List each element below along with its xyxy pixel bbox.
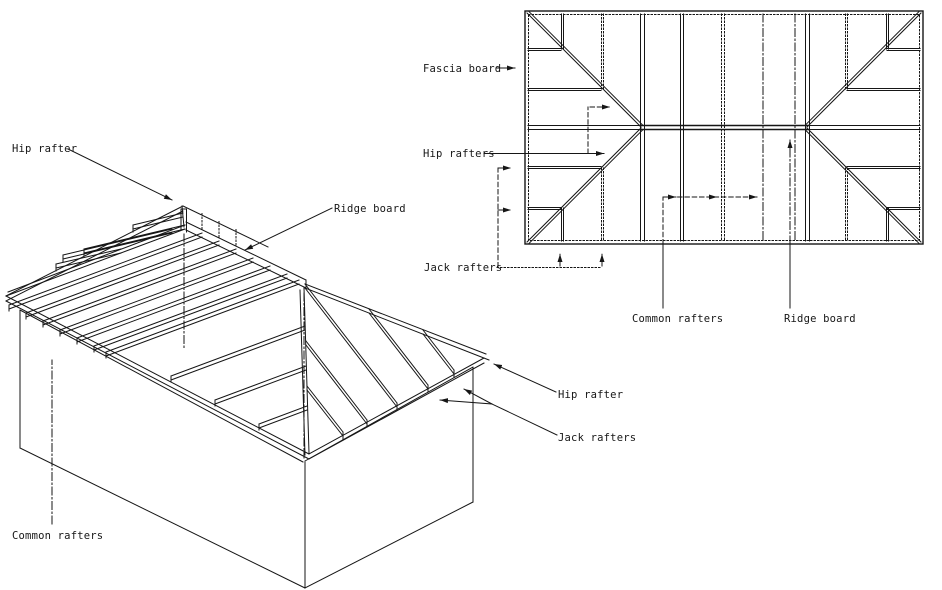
label-fascia-board: Fascia board <box>423 63 501 75</box>
leader-ridge-board-iso <box>244 207 333 251</box>
leader-jack-rafters-plan <box>496 165 605 268</box>
iso-fascia-board-lines <box>5 205 485 460</box>
plan-hip-rafter-lines <box>526 11 922 244</box>
label-hip-rafters-plan: Hip rafters <box>423 148 495 160</box>
iso-ridge-board <box>180 208 307 289</box>
leader-hip-rafter-top <box>67 148 173 201</box>
leader-hip-rafter-right <box>493 363 557 393</box>
plan-jack-rafter-vertical-lines <box>561 13 889 242</box>
plan-fascia-outer-edge <box>524 10 924 245</box>
label-ridge-board-plan: Ridge board <box>784 313 856 325</box>
label-hip-rafter-top: Hip rafter <box>12 143 77 155</box>
plan-common-rafter-lines-dotted <box>721 13 725 242</box>
label-jack-rafters-plan: Jack rafters <box>424 262 502 274</box>
plan-jack-rafter-vertical-lines-dotted <box>601 13 848 242</box>
iso-jack-rafters-right-end <box>304 283 455 440</box>
plan-common-rafter-centerlines <box>762 13 796 242</box>
iso-wall-lines <box>19 309 474 589</box>
label-common-rafters-plan: Common rafters <box>632 313 723 325</box>
label-common-rafters-iso: Common rafters <box>12 530 103 542</box>
leader-hip-rafters <box>483 104 611 156</box>
plan-common-rafter-lines <box>640 13 810 242</box>
leader-common-rafters-plan <box>662 194 758 309</box>
iso-hip-rafter-lines <box>5 205 490 456</box>
iso-jack-rafters-left-end <box>55 212 186 272</box>
iso-back-slope-rafter-lines <box>201 212 237 246</box>
plan-jack-rafter-horizontal-lines <box>527 48 921 210</box>
iso-view: Hip rafter Ridge board Hip rafter Jack r… <box>5 143 636 589</box>
iso-common-rafter-lines <box>8 232 300 359</box>
leader-jack-rafters-iso <box>439 388 558 436</box>
label-jack-rafters-iso: Jack rafters <box>558 432 636 444</box>
label-hip-rafter-right: Hip rafter <box>558 389 623 401</box>
iso-hidden-projection-lines <box>183 233 305 459</box>
plan-view: Fascia board Hip rafters Jack rafters Co… <box>423 10 924 325</box>
iso-jack-rafters-front-slope <box>170 325 308 431</box>
label-ridge-board-iso: Ridge board <box>334 203 406 215</box>
